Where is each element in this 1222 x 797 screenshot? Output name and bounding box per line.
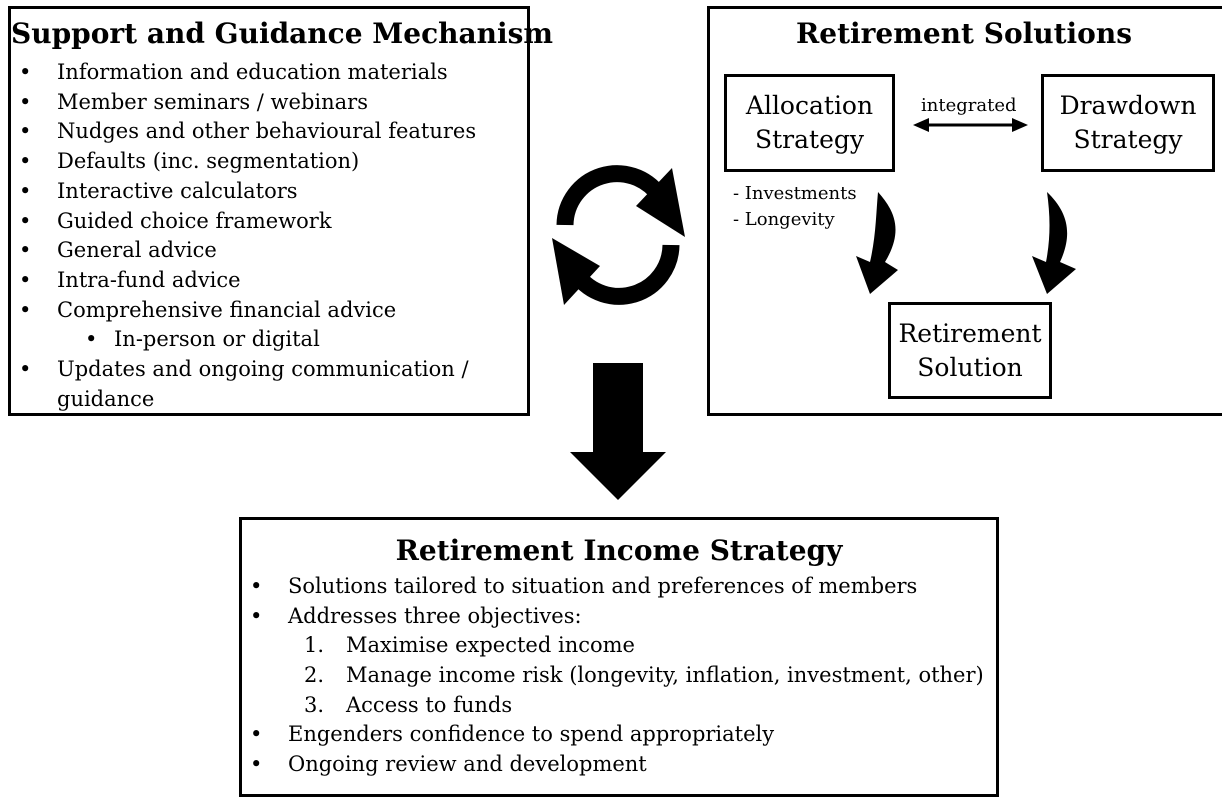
sub-list-item: In-person or digital xyxy=(11,325,521,355)
integrated-label: integrated xyxy=(921,95,1017,116)
list-item: Intra-fund advice xyxy=(11,266,521,296)
list-item: Updates and ongoing communication / guid… xyxy=(11,355,477,414)
list-item: Guided choice framework xyxy=(11,207,521,237)
retirement-solution-box: Retirement Solution xyxy=(888,302,1052,399)
note-investments: - Investments xyxy=(733,183,857,204)
retirement-income-strategy-box: Retirement Income Strategy Solutions tai… xyxy=(239,517,999,797)
cycle-icon xyxy=(552,165,685,305)
support-guidance-list: Information and education materials Memb… xyxy=(11,58,521,414)
list-item: Comprehensive financial advice xyxy=(11,296,521,326)
down-arrow xyxy=(570,363,666,500)
support-guidance-box: Support and Guidance Mechanism Informati… xyxy=(8,6,554,416)
income-strategy-list: Solutions tailored to situation and pref… xyxy=(242,572,917,631)
list-item: Interactive calculators xyxy=(11,177,521,207)
drawdown-strategy-box: Drawdown Strategy xyxy=(1041,74,1215,172)
curved-arrow-left xyxy=(856,192,898,294)
objective-item: 1. Maximise expected income xyxy=(284,631,984,661)
list-item: Ongoing review and development xyxy=(242,750,774,780)
double-arrow xyxy=(913,118,1028,132)
solutions-arrows xyxy=(856,118,1076,294)
list-item: Solutions tailored to situation and pref… xyxy=(242,572,917,602)
curved-arrow-right xyxy=(1032,192,1076,294)
objective-item: 2. Manage income risk (longevity, inflati… xyxy=(284,661,984,691)
list-item: Defaults (inc. segmentation) xyxy=(11,147,521,177)
list-item: Member seminars / webinars xyxy=(11,88,521,118)
note-longevity: - Longevity xyxy=(733,209,835,230)
retirement-solution-label: Retirement Solution xyxy=(898,318,1042,382)
objective-text: Access to funds xyxy=(346,692,513,717)
support-guidance-title: Support and Guidance Mechanism xyxy=(11,17,554,50)
objective-text: Maximise expected income xyxy=(346,633,635,657)
objective-number: 3. xyxy=(304,692,325,717)
list-item: Nudges and other behavioural features xyxy=(11,117,521,147)
list-item: Addresses three objectives: xyxy=(242,602,917,632)
drawdown-strategy-label: Drawdown Strategy xyxy=(1059,91,1197,154)
objective-text: Manage income risk (longevity, inflation… xyxy=(346,662,984,687)
retirement-solutions-title: Retirement Solutions xyxy=(796,17,1132,50)
objective-number: 1. xyxy=(304,633,325,657)
list-item: General advice xyxy=(11,236,521,266)
income-strategy-list-continued: Engenders confidence to spend appropriat… xyxy=(242,720,774,779)
connector-graphics xyxy=(552,165,685,500)
list-item: Engenders confidence to spend appropriat… xyxy=(242,720,774,750)
objective-item: 3. Access to funds xyxy=(284,691,984,721)
allocation-strategy-label: Allocation Strategy xyxy=(745,91,874,154)
list-item: Information and education materials xyxy=(11,58,521,88)
objectives-list: 1. Maximise expected income 2. Manage inco… xyxy=(284,631,984,720)
retirement-income-strategy-title: Retirement Income Strategy xyxy=(395,534,843,567)
objective-number: 2. xyxy=(304,662,325,687)
allocation-strategy-box: Allocation Strategy xyxy=(724,74,895,172)
